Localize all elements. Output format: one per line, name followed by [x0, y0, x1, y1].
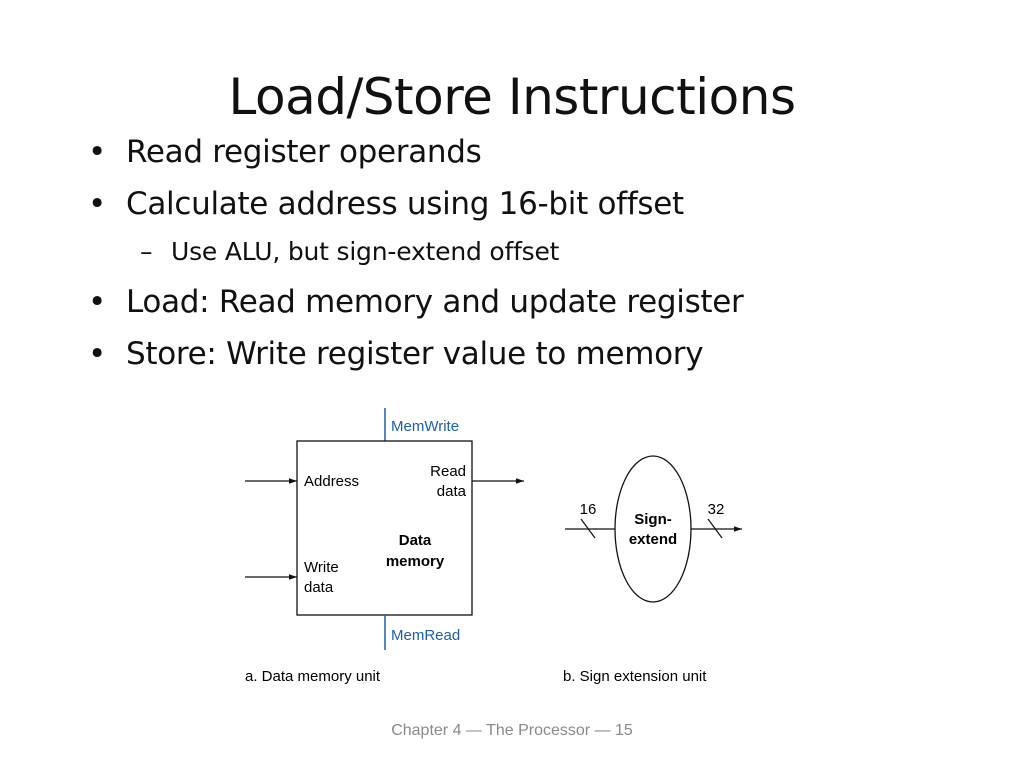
write-data-label-line2: data [304, 579, 334, 596]
address-label: Address [304, 473, 359, 490]
sign-extend-unit: 16 Sign- extend 32 b. Sign extension uni… [563, 455, 742, 685]
bullet-marker: • [88, 186, 106, 222]
bullet-marker: • [88, 284, 106, 320]
data-memory-caption: a. Data memory unit [245, 668, 381, 685]
output-bits-label: 32 [708, 501, 725, 518]
data-memory-label-line1: Data [399, 532, 432, 549]
data-memory-unit: MemWrite Address Read data Data memory W… [245, 408, 524, 685]
sign-extend-caption: b. Sign extension unit [563, 668, 707, 685]
output-bus-slash [707, 518, 723, 539]
sign-extend-label-line2: extend [629, 531, 677, 548]
bullet-marker: • [88, 336, 106, 372]
sub-bullet-text: Use ALU, but sign-extend offset [171, 237, 560, 266]
sign-extend-label-line1: Sign- [634, 511, 672, 528]
read-data-label-line2: data [437, 483, 467, 500]
read-data-label-line1: Read [430, 463, 466, 480]
memwrite-label: MemWrite [391, 418, 459, 435]
bullet-marker: • [88, 134, 106, 170]
slide-footer: Chapter 4 — The Processor — 15 [391, 722, 633, 739]
memread-label: MemRead [391, 627, 460, 644]
write-data-label-line1: Write [304, 559, 339, 576]
bullet-list: • Read register operands • Calculate add… [88, 134, 744, 372]
bullet-text: Load: Read memory and update register [126, 284, 744, 320]
input-bits-label: 16 [580, 501, 597, 518]
slide-title: Load/Store Instructions [228, 68, 797, 126]
sign-extend-ellipse [614, 455, 692, 603]
input-bus-slash [580, 518, 596, 539]
bullet-text: Store: Write register value to memory [126, 336, 704, 372]
data-memory-label-line2: memory [386, 553, 445, 570]
sub-bullet-marker: – [140, 237, 153, 266]
bullet-text: Read register operands [126, 134, 482, 170]
bullet-text: Calculate address using 16-bit offset [126, 186, 684, 222]
